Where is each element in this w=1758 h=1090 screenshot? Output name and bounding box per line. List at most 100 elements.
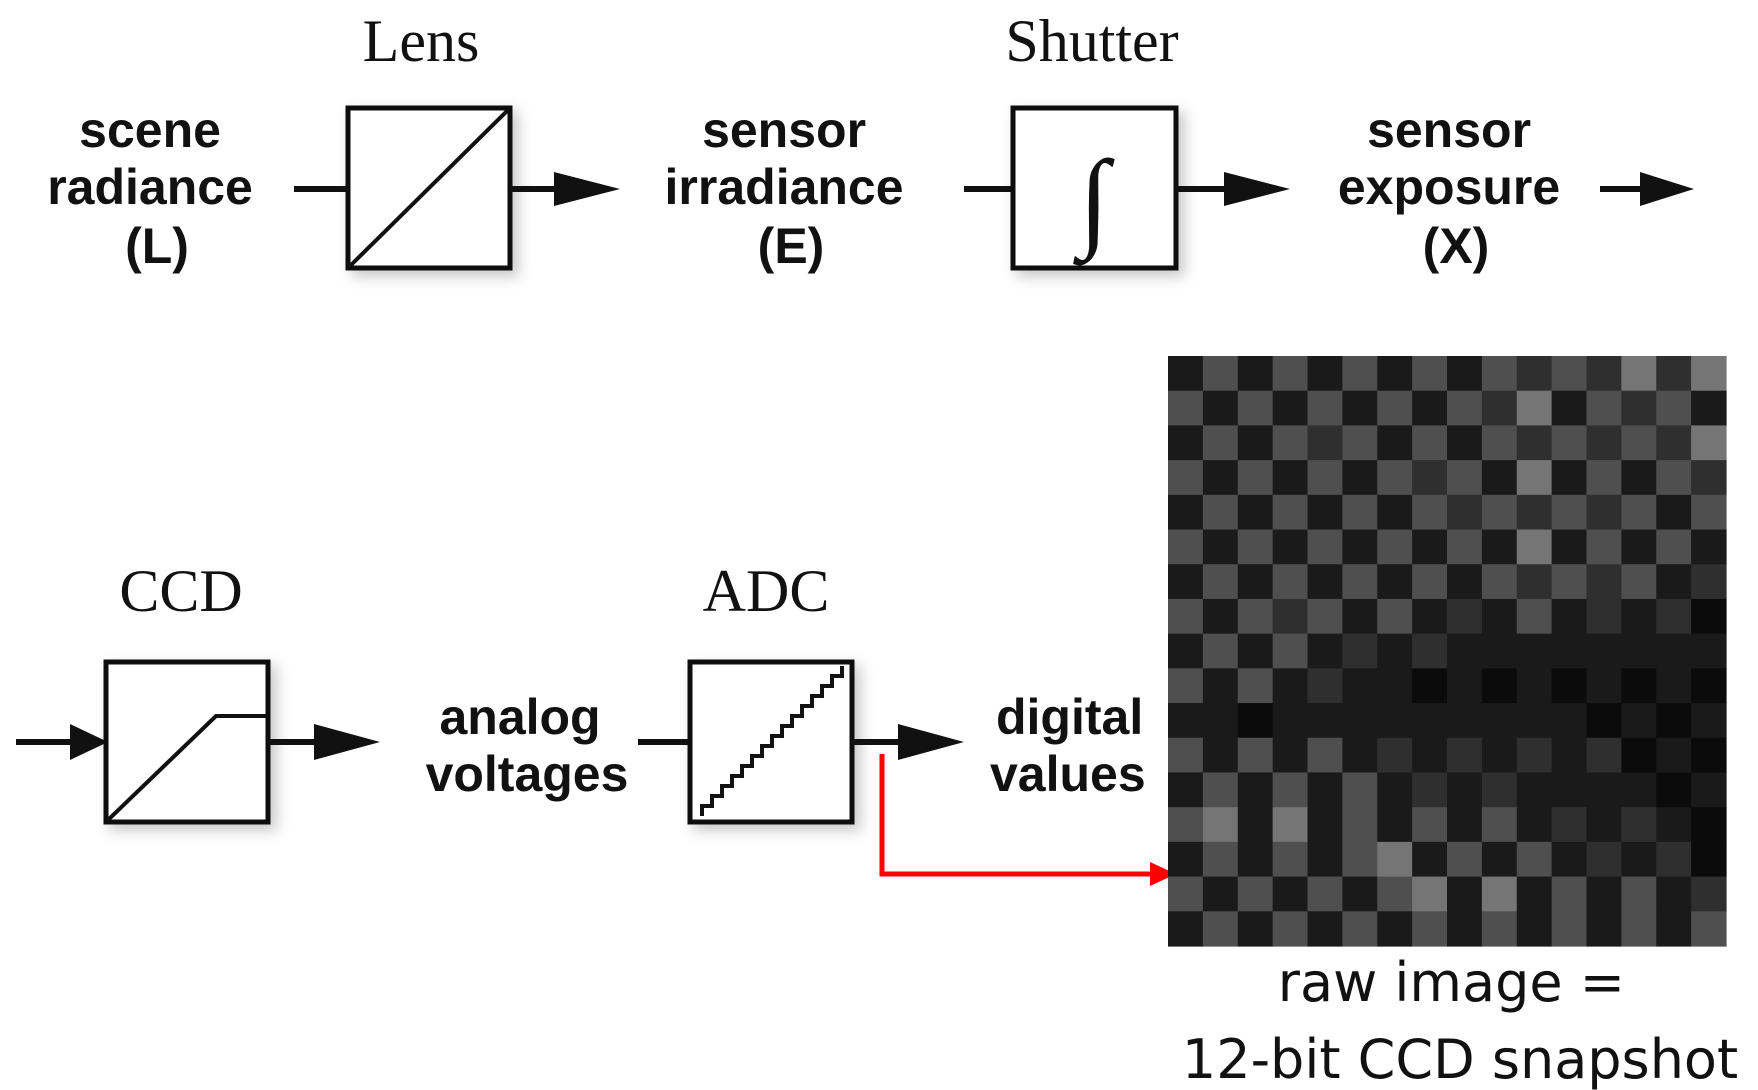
raw-image-pixel <box>1656 390 1692 427</box>
raw-image-pixel <box>1516 425 1553 461</box>
raw-image-pixel <box>1481 356 1518 392</box>
raw-image-pixel <box>1586 356 1622 392</box>
raw-image-pixel <box>1481 668 1518 704</box>
raw-image-pixel <box>1272 529 1309 565</box>
raw-image-pixel <box>1586 529 1622 565</box>
raw-image-pixel <box>1307 807 1343 843</box>
raw-image-pixel <box>1621 390 1657 427</box>
raw-image-pixel <box>1551 356 1588 392</box>
raw-image-pixel <box>1551 598 1588 635</box>
raw-image-pixel <box>1516 564 1553 600</box>
raw-image-pixel <box>1551 737 1588 774</box>
raw-image-pixel <box>1342 737 1378 774</box>
arrow-lens-to-irradiance <box>554 172 620 206</box>
raw-image-pixel <box>1412 911 1448 947</box>
raw-image-pixel <box>1621 529 1657 565</box>
raw-image-pixel <box>1168 876 1204 912</box>
raw-image-pixel <box>1621 633 1657 669</box>
raw-image-pixel <box>1272 703 1309 739</box>
raw-image-pixel <box>1377 841 1413 878</box>
raw-image-pixel <box>1168 668 1204 704</box>
raw-image-pixel <box>1272 598 1309 635</box>
raw-image-pixel <box>1447 841 1483 878</box>
raw-image-pixel <box>1656 807 1692 843</box>
raw-image-pixel <box>1272 460 1309 496</box>
raw-image-pixel <box>1307 737 1343 774</box>
raw-image-pixel <box>1516 703 1553 739</box>
raw-image-pixel <box>1412 876 1448 912</box>
raw-image-pixel <box>1412 598 1448 635</box>
raw-image-pixel <box>1516 460 1553 496</box>
raw-image-pixel <box>1168 529 1204 565</box>
raw-image-pixel <box>1237 460 1274 496</box>
raw-image-pixel <box>1202 356 1239 392</box>
raw-image-pixel <box>1307 668 1343 704</box>
raw-image-pixel <box>1516 737 1553 774</box>
raw-image-pixel <box>1481 703 1518 739</box>
raw-image-pixel <box>1307 564 1343 600</box>
raw-image-pixel <box>1377 564 1413 600</box>
raw-image-pixel <box>1272 772 1309 808</box>
sensor-irradiance-label: sensor irradiance (E) <box>665 102 918 274</box>
raw-image-pixel <box>1447 911 1483 947</box>
raw-image-pixel <box>1272 668 1309 704</box>
raw-image-pixel <box>1342 598 1378 635</box>
raw-image-pixel <box>1656 633 1692 669</box>
raw-image-pixel <box>1516 529 1553 565</box>
raw-image-pixel <box>1307 460 1343 496</box>
raw-image-pixel <box>1691 737 1727 774</box>
raw-image-pixel <box>1412 425 1448 461</box>
raw-image-pixel <box>1307 876 1343 912</box>
raw-image-pixel <box>1447 703 1483 739</box>
digital-values-label: digital values <box>990 689 1157 802</box>
raw-image-pixel <box>1342 911 1378 947</box>
raw-image-pixel <box>1342 703 1378 739</box>
raw-image-pixel <box>1412 460 1448 496</box>
raw-image-pixel <box>1481 529 1518 565</box>
raw-image-pixel <box>1447 390 1483 427</box>
raw-image-pixel <box>1481 807 1518 843</box>
raw-image-pixel <box>1168 841 1204 878</box>
raw-image-pixel <box>1691 772 1727 808</box>
raw-image-pixel <box>1621 356 1657 392</box>
raw-image-pixel <box>1202 911 1239 947</box>
raw-image-pixel <box>1307 598 1343 635</box>
raw-image-pixel <box>1342 494 1378 531</box>
raw-image-pixel <box>1377 703 1413 739</box>
raw-image-pixel <box>1447 564 1483 600</box>
raw-image-pixel <box>1377 772 1413 808</box>
raw-image-pixel <box>1202 564 1239 600</box>
raw-image-pixel <box>1342 807 1378 843</box>
raw-image-pixel <box>1656 529 1692 565</box>
raw-image-pixel <box>1202 529 1239 565</box>
raw-image-pixel <box>1481 598 1518 635</box>
raw-image-pixel <box>1168 390 1204 427</box>
raw-image-pixel <box>1168 460 1204 496</box>
raw-image-pixel <box>1621 807 1657 843</box>
raw-image-pixel <box>1237 494 1274 531</box>
raw-image-pixel <box>1412 841 1448 878</box>
raw-image-pixel <box>1272 425 1309 461</box>
raw-image-pixel <box>1516 356 1553 392</box>
raw-image-pixel <box>1237 703 1274 739</box>
raw-image-pixel <box>1447 633 1483 669</box>
raw-image-pixel <box>1168 911 1204 947</box>
raw-image-pixel <box>1621 494 1657 531</box>
raw-image-pixel <box>1691 390 1727 427</box>
raw-image-pixel <box>1272 494 1309 531</box>
raw-image-pixel <box>1586 668 1622 704</box>
raw-image-pixel <box>1202 425 1239 461</box>
raw-image-pixel <box>1202 668 1239 704</box>
raw-image-pixel <box>1168 737 1204 774</box>
raw-image-pixel <box>1586 737 1622 774</box>
analog-voltages-label: analog voltages <box>426 689 629 802</box>
raw-image-pixel <box>1516 772 1553 808</box>
integral-icon: ∫ <box>1073 138 1115 266</box>
raw-image-pixel <box>1551 460 1588 496</box>
raw-image-pixel <box>1447 876 1483 912</box>
raw-image-pixel <box>1202 772 1239 808</box>
raw-image-pixel <box>1691 356 1727 392</box>
raw-image-pixel <box>1551 772 1588 808</box>
raw-image-pixel <box>1691 598 1727 635</box>
raw-image-pixel <box>1621 876 1657 912</box>
